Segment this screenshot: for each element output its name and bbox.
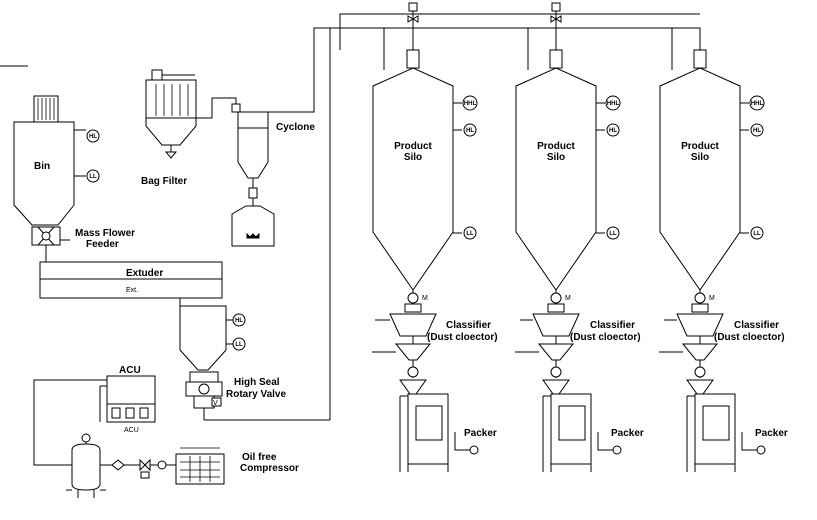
header-valve-2: [550, 2, 562, 50]
silo-2-hl-indicator: HL: [606, 123, 620, 137]
acu-label: ACU: [119, 365, 141, 376]
silo-3-valve-tag: M: [709, 295, 715, 302]
extruder-label: Extuder: [126, 268, 163, 279]
silo-3-label-1: Product: [681, 141, 719, 152]
mass-flower-feeder: [31, 226, 70, 256]
rotary-valve-hopper: [179, 298, 234, 371]
high-seal-label-1: High Seal: [234, 377, 280, 388]
bin-level-high-indicator: HL: [86, 129, 100, 143]
silo-2-hl-text: HL: [609, 128, 617, 134]
silo-1-label-1: Product: [394, 141, 432, 152]
silo-1-hhl-text: HHL: [464, 101, 477, 107]
silo-line-3: [659, 49, 766, 472]
silo-2-ll-indicator: LL: [606, 226, 620, 240]
bag-filter-label: Bag Filter: [141, 176, 187, 187]
silo-3-hl-indicator: HL: [750, 123, 764, 137]
silo-2-ll-text: LL: [609, 231, 617, 237]
silo-3-classifier-label-2: (Dust cloector): [714, 332, 785, 343]
silo-3-packer-label: Packer: [755, 428, 788, 439]
ext-label: Ext.: [126, 287, 138, 294]
acu-unit-label: ACU: [124, 427, 139, 434]
silo-2-hhl-text: HHL: [607, 101, 620, 107]
silo-1-classifier-label-1: Classifier: [446, 320, 491, 331]
silo-1-hl-text: HL: [466, 128, 474, 134]
bin-label: Bin: [34, 161, 50, 172]
hopper-level-low-indicator: LL: [232, 337, 246, 351]
silo-3-classifier-label-1: Classifier: [734, 320, 779, 331]
mass-flower-feeder-label-2: Feeder: [86, 239, 119, 250]
silo-line-2: [515, 49, 622, 472]
silo-3-hl-text: HL: [753, 128, 761, 134]
bin-vessel: [0, 65, 86, 226]
hopper-level-high-indicator: HL: [232, 313, 246, 327]
silo-3-ll-indicator: LL: [750, 226, 764, 240]
header-valve-1: [407, 2, 419, 50]
high-seal-label-2: Rotary Valve: [226, 389, 286, 400]
silo-1-ll-text: LL: [466, 231, 474, 237]
silo-1-ll-indicator: LL: [463, 226, 477, 240]
silo-1-valve-tag: M: [422, 295, 428, 302]
silo-line-1: [372, 49, 479, 472]
silo-2-label-1: Product: [537, 141, 575, 152]
top-conveying-pipes: [195, 13, 701, 119]
extruder: [39, 256, 223, 299]
bin-level-low-indicator: LL: [86, 169, 100, 183]
bag-filter: [145, 69, 197, 159]
rotary-valve-tag: V: [213, 400, 218, 407]
acu-unit: [99, 375, 156, 423]
silo-3-label-2: Silo: [691, 152, 709, 163]
silo-3-hhl-text: HHL: [751, 101, 764, 107]
silo-2-valve-tag: M: [565, 295, 571, 302]
silo-3-ll-text: LL: [753, 231, 761, 237]
silo-1-packer-label: Packer: [464, 428, 497, 439]
high-seal-rotary-valve: V: [185, 28, 331, 421]
silo-2-packer-label: Packer: [611, 428, 644, 439]
silo-2-hhl-indicator: HHL: [605, 95, 621, 111]
silo-2-classifier-label-1: Classifier: [590, 320, 635, 331]
cyclone-label: Cyclone: [276, 122, 315, 133]
oil-free-label-1: Oil free: [242, 452, 277, 463]
oil-free-label-2: Compressor: [240, 463, 299, 474]
air-dryer-valves: [111, 458, 167, 479]
mass-flower-feeder-label-1: Mass Flower: [75, 228, 135, 239]
silo-2-classifier-label-2: (Dust cloector): [570, 332, 641, 343]
cyclone: [231, 103, 275, 247]
silo-1-label-2: Silo: [404, 152, 422, 163]
silo-1-classifier-label-2: (Dust cloector): [427, 332, 498, 343]
air-receiver-tank: [66, 433, 106, 498]
hopper-level-high-text: HL: [235, 318, 243, 324]
silo-1-hl-indicator: HL: [463, 123, 477, 137]
silo-2-label-2: Silo: [547, 152, 565, 163]
silo-3-hhl-indicator: HHL: [749, 95, 765, 111]
silo-1-hhl-indicator: HHL: [462, 95, 478, 111]
hopper-level-low-text: LL: [235, 342, 243, 348]
bin-level-high-text: HL: [89, 134, 97, 140]
bin-level-low-text: LL: [89, 174, 97, 180]
oil-free-compressor: [175, 447, 225, 485]
